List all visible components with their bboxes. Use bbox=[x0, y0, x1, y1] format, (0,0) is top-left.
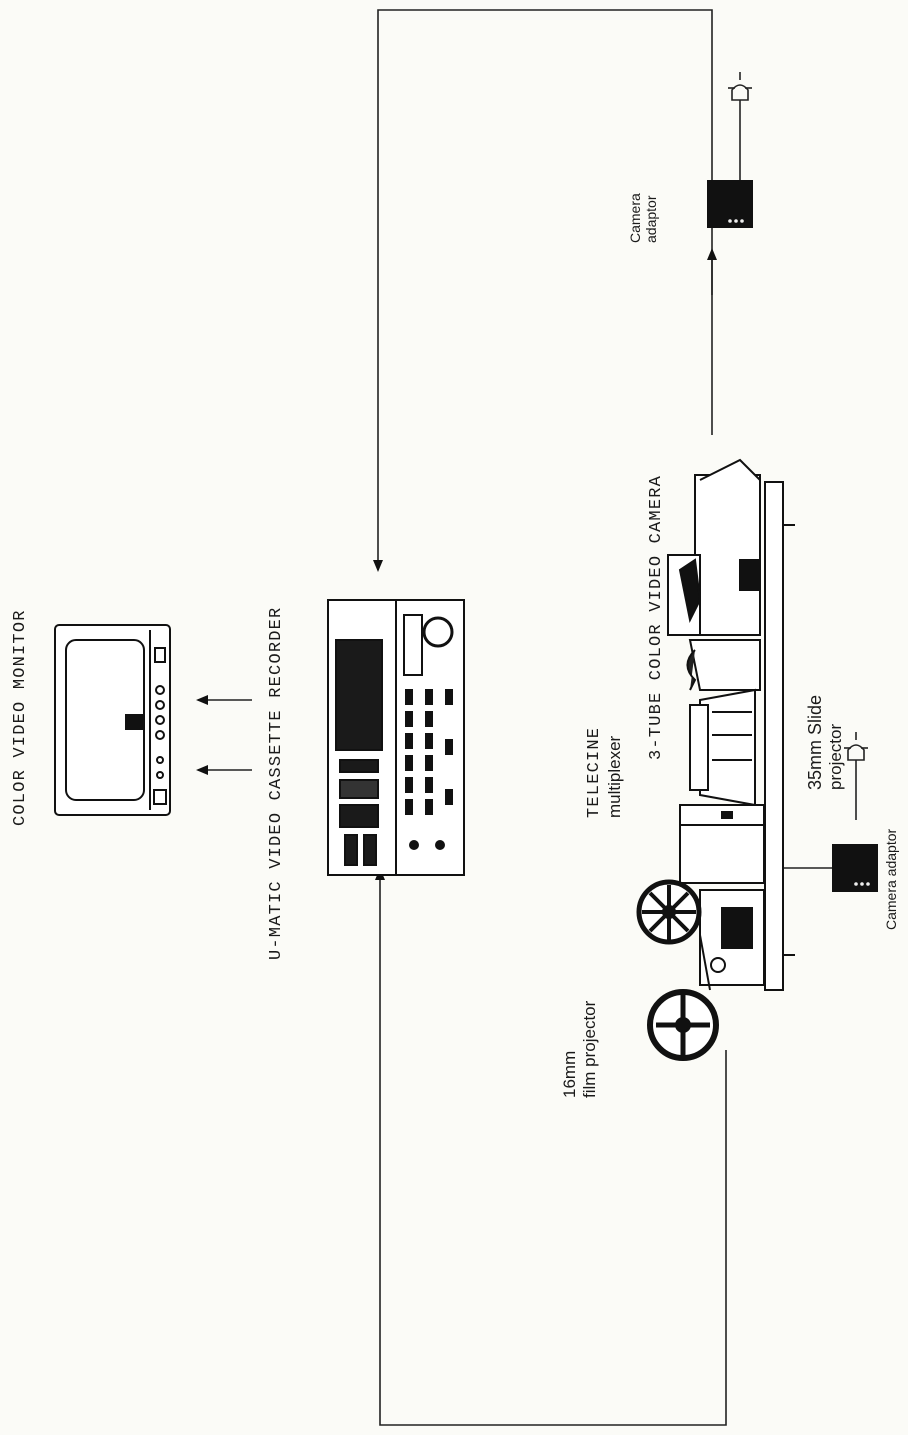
telecine-label-line1: TELECINE bbox=[585, 726, 604, 818]
camera-adaptor-top-label-line2: adaptor bbox=[643, 195, 660, 243]
multiplexer-box-icon bbox=[679, 804, 765, 884]
slide-projector-icon bbox=[689, 688, 756, 807]
camera-adaptor-top-label: Camera adaptor bbox=[627, 193, 659, 243]
color-video-monitor-icon bbox=[54, 624, 171, 816]
camera-adaptor-bottom-icon bbox=[832, 844, 878, 892]
film-projector-label: 16mm film projector bbox=[560, 1001, 599, 1098]
return-line-bottom bbox=[375, 868, 727, 1426]
telecine-rail-icon bbox=[764, 481, 795, 991]
slide-projector-label: 35mm Slide projector bbox=[805, 695, 845, 790]
film-projector-icon bbox=[636, 879, 765, 1061]
power-plug-icon bbox=[844, 732, 868, 761]
camera-adaptor-top-icon bbox=[707, 180, 753, 228]
telecine-label-line2: multiplexer bbox=[604, 735, 624, 818]
power-plug-icon bbox=[728, 72, 752, 101]
u-matic-recorder-icon bbox=[327, 599, 465, 876]
camera-adaptor-top-label-line1: Camera bbox=[627, 193, 643, 243]
video-camera-icon bbox=[667, 458, 761, 691]
film-projector-label-line2: film projector bbox=[579, 1000, 599, 1098]
return-line-top bbox=[373, 9, 713, 572]
camera-adaptor-bottom-label: Camera adaptor bbox=[883, 828, 899, 930]
slide-projector-label-line2: projector bbox=[825, 723, 845, 790]
telecine-label: TELECINE multiplexer bbox=[585, 727, 624, 818]
slide-projector-label-line1: 35mm Slide bbox=[805, 694, 825, 790]
recorder-label: U-MATIC VIDEO CASSETTE RECORDER bbox=[267, 606, 286, 960]
film-projector-label-line1: 16mm bbox=[560, 1050, 579, 1098]
camera-label: 3-TUBE COLOR VIDEO CAMERA bbox=[647, 474, 666, 760]
monitor-label: COLOR VIDEO MONITOR bbox=[11, 609, 30, 826]
